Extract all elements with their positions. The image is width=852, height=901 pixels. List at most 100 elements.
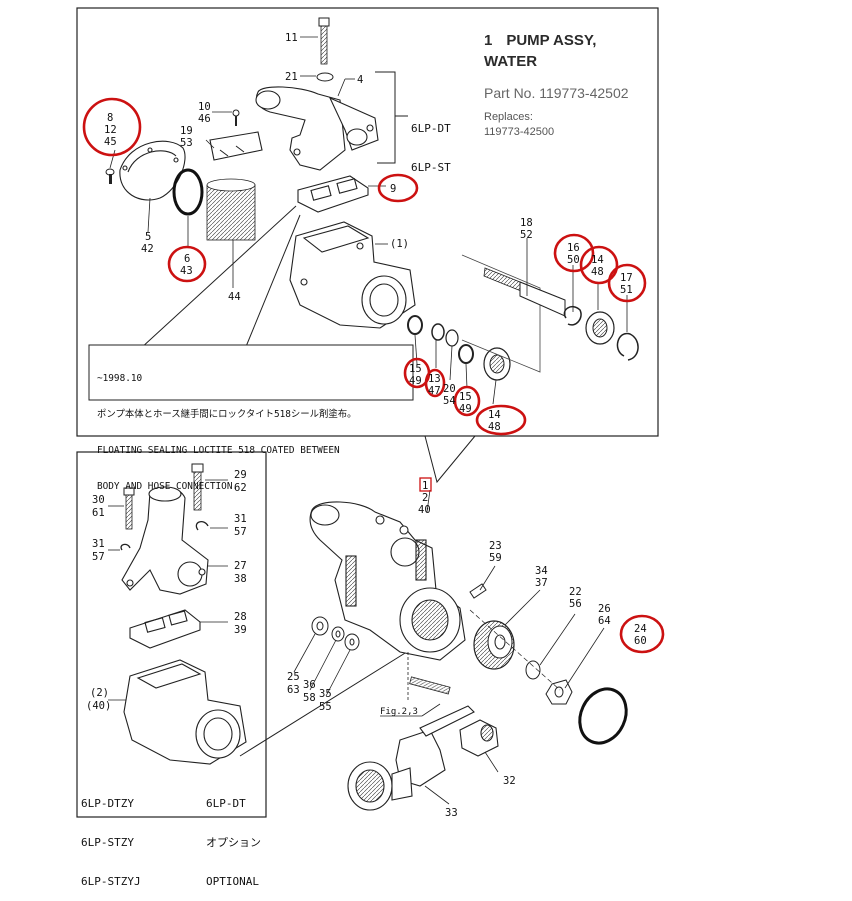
part-number: Part No. 119773-42502: [484, 85, 629, 101]
callout-31-a: 31: [234, 513, 247, 525]
callout-19: 19: [180, 125, 193, 137]
detail-pointer: [424, 435, 476, 484]
callout-1: 1: [422, 480, 428, 492]
callout-57-b: 57: [92, 551, 105, 563]
optional-label: 6LP-DT オプション OPTIONAL: [206, 771, 261, 901]
inset-elbow-27: [121, 486, 209, 595]
callout-56: 56: [569, 598, 582, 610]
callout-29: 29: [234, 469, 247, 481]
note-english-2: BODY AND HOSE CONNECTION.: [97, 481, 239, 492]
ring-20: [445, 329, 459, 347]
callout-30: 30: [92, 494, 105, 506]
callout-60: 60: [634, 635, 647, 647]
callout-10: 10: [198, 101, 211, 113]
nut-25: [311, 616, 329, 636]
callout-55: 55: [319, 701, 332, 713]
callout-16: 16: [567, 242, 580, 254]
callout-39: 39: [234, 624, 247, 636]
callout-48-upper: 48: [591, 266, 604, 278]
callout-labels: 11 21 4 8 12 45 10 46 19 53 9 5 42 6 43 …: [86, 32, 647, 819]
washer-21: [316, 72, 334, 82]
callout-40-paren: (40): [86, 700, 111, 712]
note-box: [88, 344, 414, 401]
hose-fitting-4: [255, 86, 379, 171]
highlight-marks: [82, 97, 665, 654]
callout-31-b: 31: [92, 538, 105, 550]
inset-clip-31a: [195, 520, 209, 531]
gear-34: [473, 620, 515, 670]
highlight-14-48-upper: [579, 245, 619, 285]
callout-1-paren: (1): [390, 238, 409, 250]
bearing-14-lower: [483, 347, 511, 381]
callout-6: 6: [184, 253, 190, 265]
screw-10: [232, 109, 240, 126]
inset-bolt-30: [123, 487, 135, 530]
highlight-8-12-45: [82, 97, 142, 157]
model-6lp-stzy: 6LP-STZY: [81, 836, 134, 849]
callout-49-lower: 49: [459, 403, 472, 415]
model-6lp-st: 6LP-ST: [411, 161, 451, 174]
callout-34: 34: [535, 565, 548, 577]
callout-45: 45: [104, 136, 117, 148]
callout-59: 59: [489, 552, 502, 564]
callout-28: 28: [234, 611, 247, 623]
callout-5: 5: [145, 231, 151, 243]
highlight-24-60: [619, 614, 665, 654]
highlight-9: [377, 173, 419, 203]
callout-15-lower: 15: [459, 391, 472, 403]
note-date: ~1998.10: [97, 373, 143, 384]
shaft-box: [461, 254, 541, 373]
callout-14-upper: 14: [591, 254, 604, 266]
item-number: 1: [484, 32, 493, 49]
callout-15-upper: 15: [409, 363, 422, 375]
callout-21: 21: [285, 71, 298, 83]
callout-51: 51: [620, 284, 633, 296]
note-japanese: ポンプ本体とホース継手間にロックタイト518シール剤塗布。: [97, 409, 357, 420]
oring-6: [172, 168, 204, 216]
callout-49-upper: 49: [409, 375, 422, 387]
model-6lp-stzyj: 6LP-STZYJ: [81, 875, 141, 888]
drain-cock-32: [459, 719, 499, 757]
callout-38: 38: [234, 573, 247, 585]
inset-frame: [76, 451, 267, 818]
snap-ring-17: [616, 332, 639, 361]
inset-bolt-29: [191, 463, 204, 511]
callout-32: 32: [503, 775, 516, 787]
callout-2-paren: (2): [90, 687, 109, 699]
replaces-block: Replaces: 119773-42500: [484, 110, 684, 140]
callout-23: 23: [489, 540, 502, 552]
callout-64: 64: [598, 615, 611, 627]
optional-model: 6LP-DT: [206, 797, 246, 810]
inset-model-labels: 6LP-DTZY 6LP-STZY 6LP-STZYJ: [81, 771, 141, 901]
callout-36: 36: [303, 679, 316, 691]
callout-57-a: 57: [234, 526, 247, 538]
bearing-14-upper: [585, 311, 615, 345]
model-6lp-dt: 6LP-DT: [411, 122, 451, 135]
main-pump-assembly: [309, 501, 466, 661]
seal-15-upper: [407, 315, 423, 335]
callout-24: 24: [634, 623, 647, 635]
callout-62: 62: [234, 482, 247, 494]
inset-gasket-28: [129, 609, 201, 649]
callout-52: 52: [520, 229, 533, 241]
callout-40: 40: [418, 504, 431, 516]
optional-jp: オプション: [206, 836, 261, 849]
highlight-6-43: [167, 245, 207, 283]
sealing-note: ~1998.10 ポンプ本体とホース継手間にロックタイト518シール剤塗布。 F…: [97, 349, 357, 505]
inset-clip-31b: [120, 543, 131, 551]
fig-reference: Fig.2,3: [380, 707, 418, 717]
oring-24: [578, 687, 628, 745]
replaces-label: Replaces:: [484, 111, 533, 123]
callout-48-lower: 48: [488, 421, 501, 433]
callout-25: 25: [287, 671, 300, 683]
callout-37: 37: [535, 577, 548, 589]
callout-14-lower: 14: [488, 409, 501, 421]
diagram-canvas: 11 21 4 8 12 45 10 46 19 53 9 5 42 6 43 …: [76, 7, 665, 819]
callout-58: 58: [303, 692, 316, 704]
callout-54: 54: [443, 395, 456, 407]
screw-8: [105, 168, 115, 184]
callout-26: 26: [598, 603, 611, 615]
callout-33: 33: [445, 807, 458, 819]
note-english-1: FLOATING SEALING LOCTITE 518 COATED BETW…: [97, 445, 340, 456]
